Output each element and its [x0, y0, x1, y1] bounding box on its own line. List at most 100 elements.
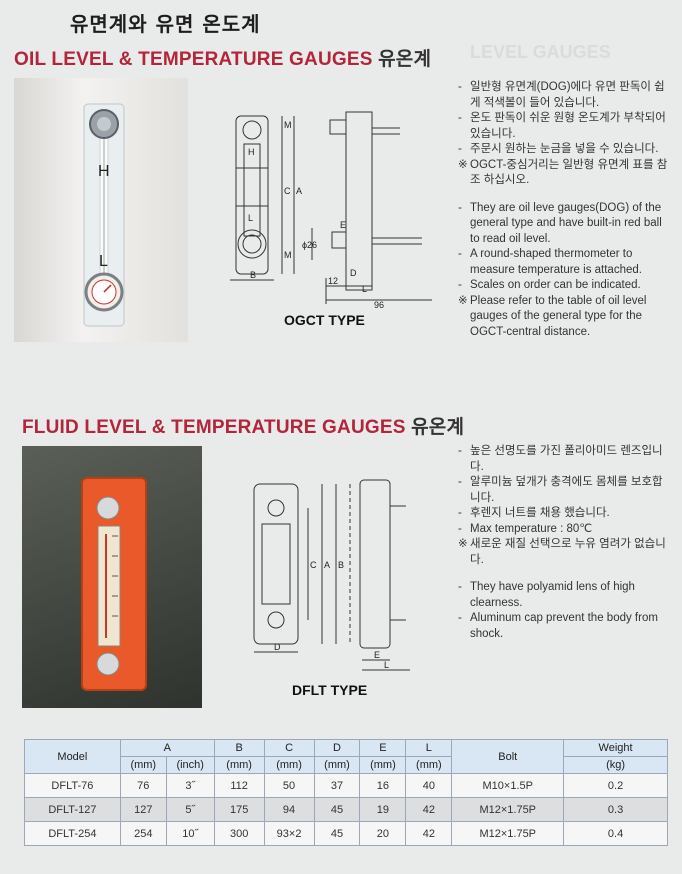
dfl-dim-l: L	[384, 660, 389, 670]
table-row: DFLT-76 76 3˝ 112 50 37 16 40 M10×1.5P 0…	[24, 773, 668, 798]
th-e: E	[359, 739, 407, 757]
note-ko: -높은 선명도를 가진 폴리아미드 렌즈입니다.	[458, 445, 663, 473]
dim-phi26: ϕ26	[302, 240, 317, 250]
cell-e: 16	[359, 773, 407, 798]
cell-a-mm: 254	[119, 821, 167, 846]
cell-c: 50	[263, 773, 315, 798]
dim-l: L	[362, 284, 367, 294]
note-ko: ※새로운 재질 선택으로 누유 염려가 없습니다.	[458, 538, 666, 566]
drawing-mark-l: L	[248, 213, 253, 223]
fluid-section-title-en: FLUID LEVEL & TEMPERATURE GAUGES	[22, 417, 406, 438]
note-ko: -주문시 원하는 눈금을 넣을 수 있습니다.	[458, 143, 659, 155]
fluid-section-title: FLUID LEVEL & TEMPERATURE GAUGES 유온계	[22, 412, 464, 439]
dim-m-bottom: M	[284, 250, 292, 260]
note-ko: -후렌지 너트를 채용 했습니다.	[458, 507, 610, 519]
cell-a-inch: 10˝	[165, 821, 215, 846]
cell-weight: 0.2	[563, 773, 668, 798]
dflt-notes: -높은 선명도를 가진 폴리아미드 렌즈입니다. -알루미늄 덮개가 충격에도 …	[458, 444, 670, 642]
dim-e: E	[340, 220, 346, 230]
dim-96: 96	[374, 300, 384, 308]
note-ko: ※OGCT-중심거리는 일반형 유면계 표를 참조 하십시오.	[458, 158, 668, 187]
note-en: -A round-shaped thermometer to measure t…	[458, 248, 642, 276]
cell-a-mm: 76	[119, 773, 167, 798]
cell-l: 42	[405, 821, 453, 846]
note-ko: -Max temperature : 80℃	[458, 522, 593, 535]
th-c: C	[263, 739, 315, 757]
note-en: -Scales on order can be indicated.	[458, 279, 641, 291]
th-model: Model	[24, 739, 121, 774]
spec-table: Model A B C D E L Bolt Weight (mm) (inch…	[24, 739, 668, 846]
cell-weight: 0.4	[563, 821, 668, 846]
note-ko: -온도 판독이 쉬운 원형 온도계가 부착되어 있습니다.	[458, 112, 666, 140]
note-en: ※Please refer to the table of oil level …	[458, 294, 647, 338]
dim-b: B	[250, 270, 256, 280]
page-title: 유면계와 유면 온도계	[70, 12, 261, 36]
note-en: -Aluminum cap prevent the body from shoc…	[458, 612, 658, 640]
fluid-section-title-ko: 유온계	[411, 417, 465, 438]
ogct-photo-illustration: H L	[83, 103, 125, 327]
cell-b: 112	[213, 773, 265, 798]
note-ko: -일반형 유면계(DOG)에다 유면 판독이 쉽게 적색볼이 들어 있습니다.	[458, 81, 665, 109]
photo-mark-l: L	[99, 253, 108, 270]
dim-m-top: M	[284, 120, 292, 130]
cell-a-mm: 127	[119, 797, 167, 822]
cell-d: 45	[313, 821, 361, 846]
ghost-heading: LEVEL GAUGES	[470, 42, 611, 62]
cell-c: 94	[263, 797, 315, 822]
cell-e: 19	[359, 797, 407, 822]
dflt-product-photo	[22, 446, 202, 708]
drawing-mark-h: H	[248, 147, 255, 157]
table-row: DFLT-127 127 5˝ 175 94 45 19 42 M12×1.75…	[24, 797, 668, 822]
th-a-mm: (mm)	[119, 756, 167, 774]
th-a-inch: (inch)	[165, 756, 215, 774]
oil-section-title-en: OIL LEVEL & TEMPERATURE GAUGES	[14, 49, 373, 70]
th-weight-unit: (kg)	[563, 756, 668, 774]
th-c-unit: (mm)	[263, 756, 315, 774]
dim-12: 12	[328, 276, 338, 286]
dfl-dim-e: E	[374, 650, 380, 660]
cell-a-inch: 3˝	[165, 773, 215, 798]
ogct-technical-drawing: H L M C A M B ϕ26 E 12 D L 96	[230, 111, 432, 308]
note-en: -They are oil leve gauges(DOG) of the ge…	[458, 201, 662, 245]
dim-d: D	[350, 268, 357, 278]
cell-b: 175	[213, 797, 265, 822]
cell-d: 45	[313, 797, 361, 822]
note-en: -They have polyamid lens of high clearne…	[458, 581, 635, 609]
th-weight: Weight	[563, 739, 668, 757]
note-ko: -알루미늄 덮개가 충격에도 몸체를 보호합니다.	[458, 476, 663, 504]
cell-bolt: M12×1.75P	[451, 821, 565, 846]
th-a: A	[119, 739, 215, 757]
dflt-type-label: DFLT TYPE	[292, 682, 368, 698]
cell-bolt: M12×1.75P	[451, 797, 565, 822]
ogct-notes: -일반형 유면계(DOG)에다 유면 판독이 쉽게 적색볼이 들어 있습니다. …	[458, 80, 670, 340]
oil-section-title-ko: 유온계	[378, 49, 432, 70]
cell-e: 20	[359, 821, 407, 846]
dfl-dim-c: C	[310, 560, 317, 570]
dflt-photo-illustration	[81, 477, 147, 691]
photo-mark-h: H	[98, 163, 110, 180]
dfl-dim-a: A	[324, 560, 330, 570]
cell-model: DFLT-254	[24, 821, 121, 846]
ogct-product-photo: H L	[14, 78, 188, 342]
th-l: L	[405, 739, 453, 757]
ogct-type-label: OGCT TYPE	[284, 312, 365, 328]
th-b: B	[213, 739, 265, 757]
th-bolt: Bolt	[451, 739, 565, 774]
cell-model: DFLT-76	[24, 773, 121, 798]
cell-a-inch: 5˝	[165, 797, 215, 822]
oil-section-title: OIL LEVEL & TEMPERATURE GAUGES 유온계	[14, 44, 431, 71]
cell-model: DFLT-127	[24, 797, 121, 822]
th-b-unit: (mm)	[213, 756, 265, 774]
cell-b: 300	[213, 821, 265, 846]
table-row: DFLT-254 254 10˝ 300 93×2 45 20 42 M12×1…	[24, 821, 668, 846]
th-d: D	[313, 739, 361, 757]
cell-l: 40	[405, 773, 453, 798]
cell-d: 37	[313, 773, 361, 798]
dim-a: A	[296, 186, 302, 196]
cell-weight: 0.3	[563, 797, 668, 822]
dfl-dim-d: D	[274, 642, 281, 652]
dim-c: C	[284, 186, 291, 196]
th-l-unit: (mm)	[405, 756, 453, 774]
th-d-unit: (mm)	[313, 756, 361, 774]
cell-l: 42	[405, 797, 453, 822]
